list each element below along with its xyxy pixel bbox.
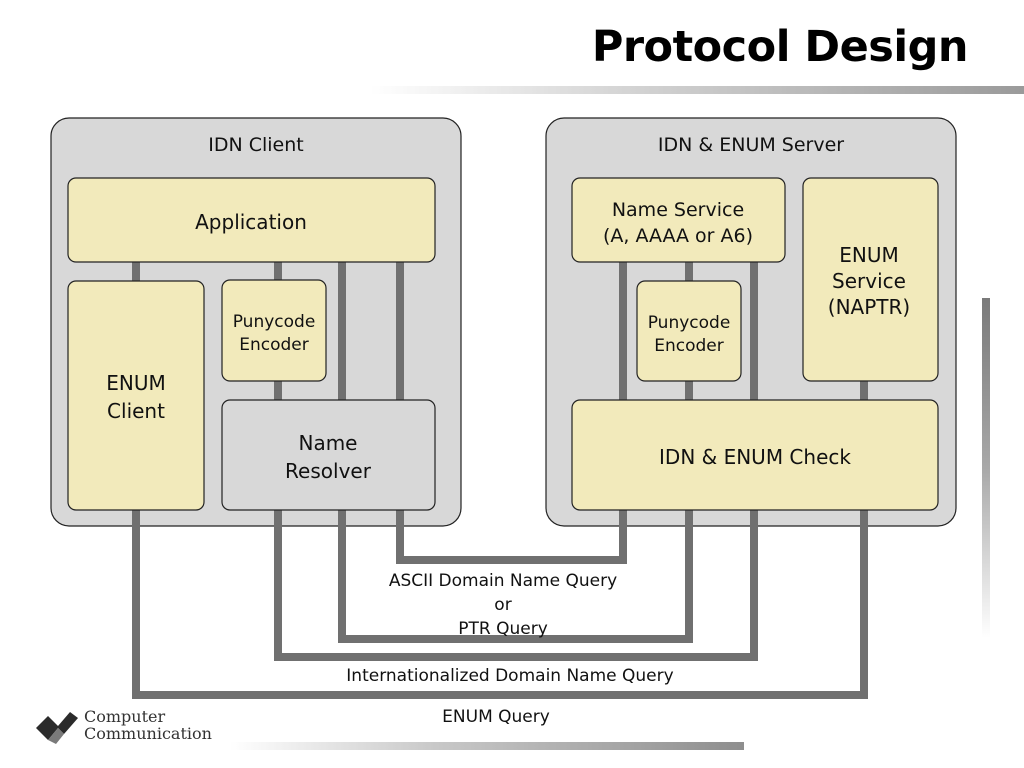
name-resolver-label-line1: Name [298,431,357,455]
enum-client-label-line2: Client [107,399,165,423]
or-label: or [494,595,511,615]
enum-service-label-line3: (NAPTR) [828,295,910,319]
ascii-query-label: ASCII Domain Name Query [389,571,617,591]
logo-mark-icon [36,712,78,744]
enum-query-label: ENUM Query [442,707,550,727]
name-service-label-line1: Name Service [612,199,744,221]
enum-client-label-line1: ENUM [106,371,166,395]
application-box [67,177,436,263]
ptr-query-label: PTR Query [458,619,548,639]
connectors [132,262,868,699]
name-resolver-box [221,399,436,511]
idn-enum-check-box [571,399,939,511]
server-punycode-label-line1: Punycode [648,313,731,333]
server-heading: IDN & ENUM Server [658,134,844,156]
server-punycode-label-line2: Encoder [654,336,724,356]
application-label: Application [195,210,307,234]
bottom-rule [230,742,744,750]
client-punycode-label-line1: Punycode [233,312,316,332]
name-service-box [571,177,786,263]
client-punycode-label-line2: Encoder [239,335,309,355]
client-punycode-encoder-box [221,279,327,382]
page-title: Protocol Design [591,22,969,72]
logo-line1: Computer [84,707,166,726]
name-service-label-line2: (A, AAAA or A6) [603,225,753,247]
path-ascii-query [396,510,627,564]
idn-client-heading: IDN Client [208,134,304,156]
idn-query-label: Internationalized Domain Name Query [346,666,673,686]
title-rule [370,86,1024,94]
enum-client-box [67,280,205,511]
server-punycode-encoder-box [636,280,742,382]
idn-enum-check-label: IDN & ENUM Check [659,445,851,469]
path-ptr-query [338,510,693,643]
name-resolver-label-line2: Resolver [285,459,372,483]
enum-service-label-line2: Service [832,269,906,293]
enum-service-label-line1: ENUM [839,243,899,267]
enum-service-box [802,177,939,382]
decorative-bar [982,298,990,638]
path-idn-query [274,510,758,661]
logo-line2: Communication [84,724,212,743]
computer-communication-logo: Computer Communication [34,706,234,752]
path-enum-query [132,510,868,699]
